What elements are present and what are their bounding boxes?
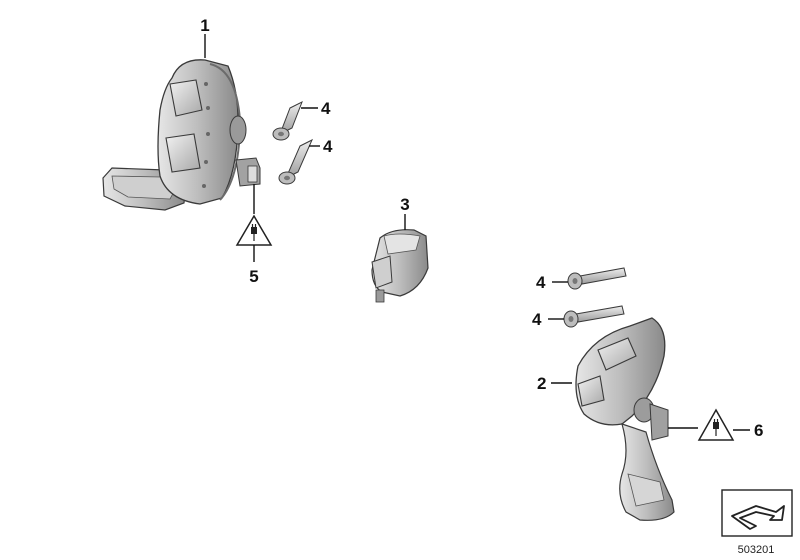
warning-triangle-plug-icon-right	[668, 408, 750, 441]
callout-1: 1	[200, 16, 209, 35]
diagram-number: 503201	[738, 544, 775, 556]
arrow-navigation-icon[interactable]	[721, 489, 793, 537]
callout-4-lower-left: 4	[323, 137, 333, 156]
small-switch-module[interactable]	[371, 229, 429, 303]
callout-4-lower-right: 4	[532, 310, 542, 329]
callout-2: 2	[537, 374, 546, 393]
warning-triangle-plug-icon-left	[235, 184, 273, 262]
left-handlebar-switch[interactable]	[102, 59, 261, 211]
callout-5: 5	[249, 267, 258, 286]
callout-4-upper-left: 4	[321, 99, 331, 118]
bolt-upper-left[interactable]	[272, 100, 303, 141]
right-handlebar-switch[interactable]	[575, 317, 675, 521]
callout-3: 3	[400, 195, 409, 214]
callout-6: 6	[754, 421, 763, 440]
bolt-upper-right[interactable]	[567, 267, 627, 290]
bolt-lower-right[interactable]	[563, 305, 625, 328]
bolt-lower-left[interactable]	[278, 138, 314, 185]
callout-4-upper-right: 4	[536, 273, 546, 292]
